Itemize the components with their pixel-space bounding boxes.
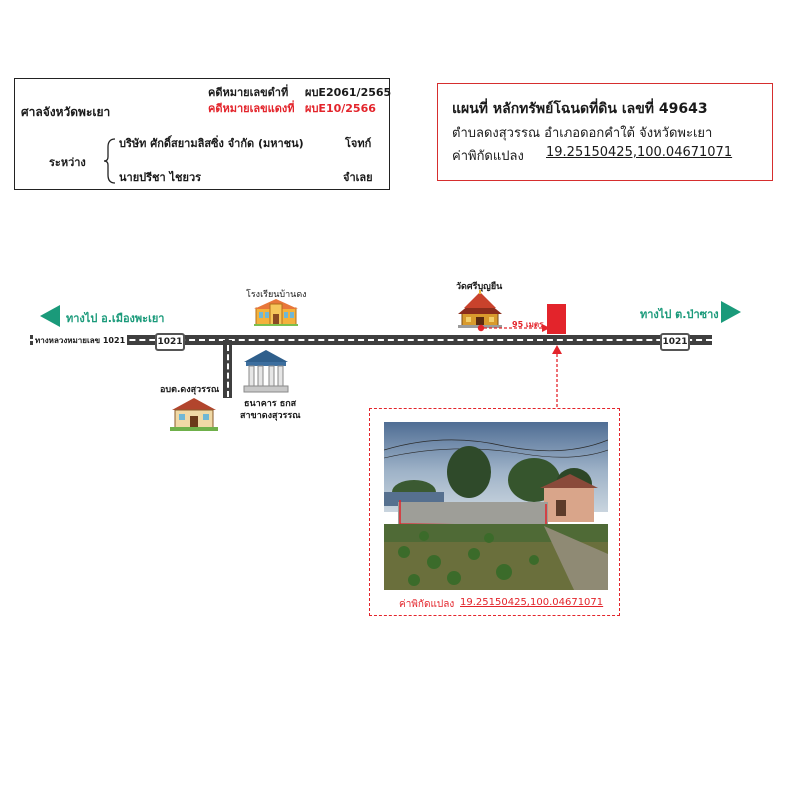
map-heading: แผนที่ หลักทรัพย์โฉนดที่ดิน เลขที่ 49643 <box>452 101 708 117</box>
black-case-number: ผบE2061/2565 <box>305 86 392 99</box>
brace-icon <box>103 138 116 184</box>
photo-coordinate-label: ค่าพิกัดแปลง <box>399 599 455 610</box>
pointer-line-icon <box>552 345 562 408</box>
sao-label: อบต.ดงสุวรรณ <box>160 385 220 395</box>
direction-left-label: ทางไป อ.เมืองพะเยา <box>66 312 165 325</box>
plaintiff-name: บริษัท ศักดิ์สยามลิสซิ่ง จำกัด (มหาชน) <box>119 137 304 150</box>
road-centerline <box>30 339 712 341</box>
photo-frame <box>369 408 620 616</box>
distance-label: 95 เมตร <box>512 320 544 329</box>
bank-label-line1: ธนาคาร ธกส <box>244 399 297 409</box>
temple-label: วัดศรีบุญยืน <box>456 282 503 292</box>
highway-label: ทางหลวงหมายเลข 1021 <box>33 334 128 347</box>
land-plot-marker <box>547 304 566 334</box>
temple-icon <box>458 290 502 328</box>
bank-icon <box>243 350 289 393</box>
distance-arrow-icon <box>477 324 550 332</box>
title-box: แผนที่ หลักทรัพย์โฉนดที่ดิน เลขที่ 49643… <box>437 83 773 181</box>
between-label: ระหว่าง <box>49 156 86 169</box>
route-sign-left: 1021 <box>155 333 185 351</box>
direction-right-label: ทางไป ต.ป่าซาง <box>640 308 719 321</box>
arrow-left-icon <box>40 305 60 327</box>
school-icon <box>254 299 298 326</box>
route-sign-right: 1021 <box>660 333 690 351</box>
arrow-right-icon <box>721 301 741 323</box>
sao-office-icon <box>170 398 218 431</box>
bank-label-line2: สาขาดงสุวรรณ <box>240 411 301 421</box>
plaintiff-role: โจทก์ <box>345 137 372 150</box>
location-text: ตำบลดงสุวรรณ อำเภอดอกคำใต้ จังหวัดพะเยา <box>452 126 713 141</box>
black-case-label: คดีหมายเลขดำที่ <box>208 86 289 99</box>
case-info-box: คดีหมายเลขดำที่ ผบE2061/2565 คดีหมายเลขแ… <box>14 78 392 190</box>
red-case-label: คดีหมายเลขแดงที่ <box>208 102 295 115</box>
coordinate-value: 19.25150425,100.04671071 <box>546 145 733 160</box>
coordinate-label: ค่าพิกัดแปลง <box>452 149 524 164</box>
land-photo <box>384 422 608 590</box>
defendant-role: จำเลย <box>343 171 373 184</box>
school-label: โรงเรียนบ้านดง <box>246 290 307 300</box>
side-road-centerline <box>226 345 229 397</box>
photo-coordinate-value: 19.25150425,100.04671071 <box>460 597 604 608</box>
defendant-name: นายปรีชา ไชยวร <box>119 171 202 184</box>
red-case-number: ผบE10/2566 <box>305 102 376 115</box>
court-name: ศาลจังหวัดพะเยา <box>21 105 111 119</box>
